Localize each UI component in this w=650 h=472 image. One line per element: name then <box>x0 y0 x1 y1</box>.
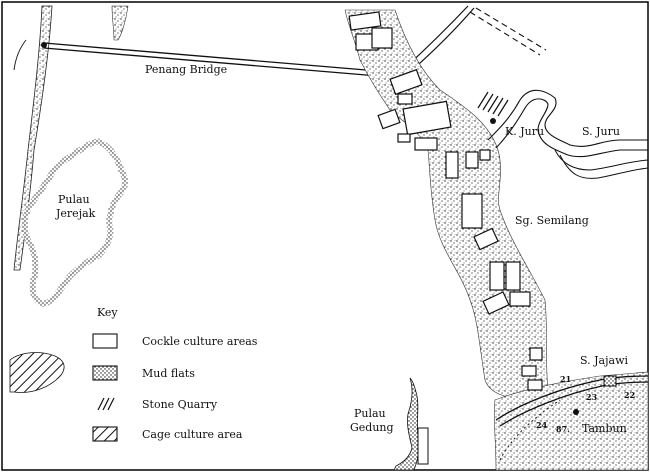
key-symbol-cockle <box>92 333 118 349</box>
penang-bridge-line-a <box>43 42 379 72</box>
cockle-box <box>389 68 423 96</box>
station-k-juru-dot <box>490 118 496 124</box>
cockle-box <box>521 365 537 377</box>
juru-branch-b <box>559 154 649 179</box>
key-symbol-mudflat <box>92 365 118 381</box>
cockle-box <box>465 151 479 169</box>
cockle-box <box>529 347 543 361</box>
label-s-jajawi: S. Jajawi <box>580 354 628 367</box>
label-station-87: 87. <box>556 424 570 434</box>
label-pulau-gedung-1: Pulau <box>354 407 386 420</box>
label-s-juru: S. Juru <box>582 125 620 138</box>
key-label-cage: Cage culture area <box>142 428 243 441</box>
cockle-areas <box>348 11 543 391</box>
key-symbol-quarry <box>97 397 115 411</box>
penang-shore-mudflat <box>13 5 53 271</box>
station-marker-22 <box>603 375 617 387</box>
cockle-box <box>397 133 411 143</box>
cockle-box <box>348 11 382 31</box>
label-tambun: Tambun <box>582 422 627 435</box>
station-tambun-dot <box>573 409 579 415</box>
key-label-cockle: Cockle culture areas <box>142 335 258 348</box>
bridge-end-marker <box>41 42 47 48</box>
cage-culture-area <box>9 352 65 393</box>
key-label-mudflat: Mud flats <box>142 367 195 380</box>
label-pulau-jerejak-2: Jerejak <box>55 207 96 220</box>
cockle-box <box>482 291 510 315</box>
label-penang-bridge: Penang Bridge <box>145 63 227 76</box>
dashed-road-b <box>475 7 547 51</box>
cockle-box <box>414 137 438 151</box>
cockle-box <box>473 227 499 251</box>
penang-coastline <box>13 39 27 71</box>
mudflat-south <box>494 371 649 471</box>
cockle-box <box>479 149 491 161</box>
penang-bridge-line-b <box>43 47 379 77</box>
label-station-23: 23 <box>586 392 598 402</box>
map-key: Key Cockle culture areas Mud flats Stone… <box>92 306 258 442</box>
cockle-box <box>371 27 393 49</box>
cockle-box <box>397 93 413 105</box>
key-title: Key <box>97 306 118 319</box>
cockle-box <box>527 379 543 391</box>
pulau-gedung <box>393 377 420 471</box>
mudflat-mainland <box>344 9 549 401</box>
dotted-path <box>499 399 561 461</box>
cockle-box <box>505 261 521 291</box>
stone-quarry <box>477 91 509 117</box>
juru-branch-a <box>554 149 649 171</box>
label-pulau-gedung-2: Gedung <box>350 421 394 434</box>
juru-river-bank-b <box>495 98 648 158</box>
coast-road-tambun-a <box>495 375 649 421</box>
coast-road-tambun-b <box>499 381 649 427</box>
cockle-box <box>402 100 452 136</box>
label-k-juru: K. Juru <box>505 125 544 138</box>
pulau-jerejak-shore <box>21 138 128 308</box>
key-label-quarry: Stone Quarry <box>142 398 218 411</box>
label-station-21: 21 <box>560 374 571 384</box>
label-pulau-jerejak-1: Pulau <box>58 193 90 206</box>
label-station-22: 22 <box>624 390 635 400</box>
penang-shore-patch <box>111 5 129 41</box>
cockle-box <box>377 108 401 130</box>
cockle-box <box>461 193 483 229</box>
cockle-box <box>509 291 531 307</box>
cockle-box <box>489 261 505 291</box>
key-symbol-cage <box>92 426 118 442</box>
juru-river-bank-a <box>487 89 648 147</box>
road-b <box>409 7 475 73</box>
gedung-jetty <box>417 427 429 465</box>
dashed-road-a <box>469 11 541 56</box>
label-sg-semilang: Sg. Semilang <box>515 214 589 227</box>
cockle-box <box>445 151 459 179</box>
label-station-24: 24 <box>536 420 548 430</box>
